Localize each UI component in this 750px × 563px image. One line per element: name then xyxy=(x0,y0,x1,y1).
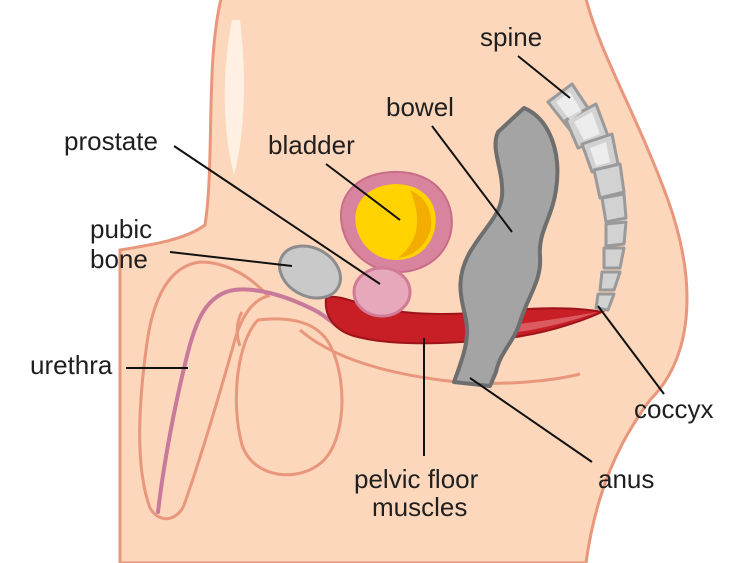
bladder-leader xyxy=(325,163,401,221)
vertebra-7 xyxy=(602,246,626,270)
label-spine: spine xyxy=(480,22,542,52)
vertebra-highlights xyxy=(556,92,610,166)
label-prostate: prostate xyxy=(64,126,158,156)
spine-leader xyxy=(517,55,571,99)
label-coccyx: coccyx xyxy=(634,394,713,424)
vertebra-4 xyxy=(592,162,626,200)
label-pelvic-floor-2: muscles xyxy=(372,492,467,522)
penis xyxy=(138,260,271,520)
vertebra-9 xyxy=(594,292,616,312)
label-anus: anus xyxy=(598,464,654,494)
label-urethra: urethra xyxy=(30,350,113,380)
pubic-bone xyxy=(278,244,342,300)
scrotum xyxy=(234,317,344,477)
thigh-crease xyxy=(299,328,581,385)
pubic-bone-leader xyxy=(169,251,293,267)
bowel-leader xyxy=(431,125,513,233)
label-pubic-bone-1: pubic xyxy=(90,214,152,244)
bowel xyxy=(452,106,560,388)
vertebra-8 xyxy=(598,270,622,292)
label-bowel: bowel xyxy=(386,92,454,122)
coccyx-leader xyxy=(597,305,665,395)
anus-leader xyxy=(469,377,593,463)
label-bladder: bladder xyxy=(268,130,355,160)
vertebra-5 xyxy=(600,192,628,224)
pelvic-floor-shade xyxy=(500,312,598,334)
prostate-gland xyxy=(352,266,412,318)
prostate-leader xyxy=(173,145,381,285)
groin-crease xyxy=(235,311,244,347)
bladder-urine-shade xyxy=(398,190,432,258)
vertebra-6 xyxy=(604,220,628,248)
skin-highlight xyxy=(224,20,244,175)
label-pelvic-floor-1: pelvic floor xyxy=(354,464,479,494)
label-pubic-bone-2: bone xyxy=(90,244,148,274)
